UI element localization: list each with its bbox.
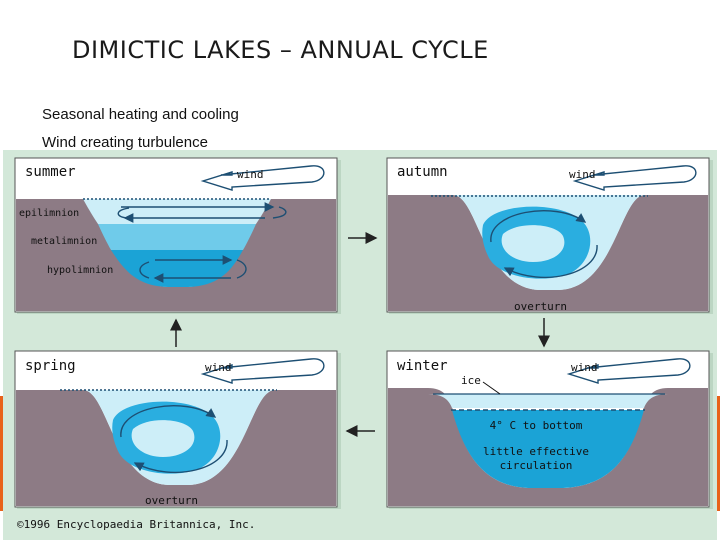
metalimnion-layer [98, 224, 256, 250]
epilimnion-circulation-arrows [117, 202, 287, 223]
wind-label: wind [237, 168, 264, 181]
lake-basin-rock [388, 195, 708, 311]
copyright-notice: ©1996 Encyclopaedia Britannica, Inc. [17, 518, 256, 531]
mixing-water-mass [112, 401, 221, 474]
bullet-list: Seasonal heating and cooling Wind creati… [42, 103, 239, 159]
layer-label-epilimnion: epilimnion [19, 208, 79, 219]
panel-summer: summer wind epilimnion metalimnion hypol… [14, 157, 341, 314]
mixing-water-mass [482, 206, 591, 279]
wind-label: wind [569, 168, 596, 181]
overturn-circulation-arrows [490, 210, 598, 279]
hypolimnion-circulation-arrows [139, 255, 247, 283]
circulation-label-line1: little effective [483, 445, 589, 458]
caption-overturn: overturn [514, 300, 567, 313]
season-label-winter: winter [397, 358, 448, 374]
ice-pointer-line [482, 381, 501, 395]
winter-water-4c [452, 410, 644, 488]
bullet-item: Wind creating turbulence [42, 134, 208, 151]
temperature-label: 4° C to bottom [490, 419, 583, 432]
ice-layer [428, 394, 668, 408]
panel-spring: spring wind overturn [14, 350, 341, 509]
wind-arrow-icon [200, 358, 325, 384]
wind-arrow-icon [200, 165, 325, 191]
circulation-label-line2: circulation [500, 459, 573, 472]
dimictic-lake-figure: summer wind epilimnion metalimnion hypol… [3, 150, 717, 540]
season-label-spring: spring [25, 358, 76, 374]
wind-label: wind [205, 361, 232, 374]
panel-winter: winter wind ice 4° C to bottom little ef… [386, 350, 713, 509]
wind-label: wind [571, 361, 598, 374]
bullet-item: Seasonal heating and cooling [42, 106, 239, 123]
lake-basin-rock [388, 388, 708, 506]
epilimnion-layer [83, 199, 271, 224]
season-label-summer: summer [25, 164, 76, 180]
season-label-autumn: autumn [397, 164, 448, 180]
overturn-circulation-arrows [120, 405, 228, 474]
layer-label-hypolimnion: hypolimnion [47, 265, 113, 276]
accent-bar-left [0, 396, 3, 511]
ice-label: ice [461, 374, 481, 387]
panel-autumn: autumn wind overturn [386, 157, 713, 314]
cycle-arrows [170, 232, 550, 437]
wind-arrow-icon [566, 358, 691, 384]
lake-basin-rock [16, 390, 336, 506]
caption-overturn: overturn [145, 494, 198, 507]
slide-title: DIMICTIC LAKES – ANNUAL CYCLE [72, 36, 489, 64]
accent-bar-right [717, 396, 720, 511]
lake-basin-rock [16, 199, 336, 311]
layer-label-metalimnion: metalimnion [31, 236, 97, 247]
lake-cycle-diagram: summer wind epilimnion metalimnion hypol… [14, 157, 713, 509]
wind-arrow-icon [572, 165, 697, 191]
